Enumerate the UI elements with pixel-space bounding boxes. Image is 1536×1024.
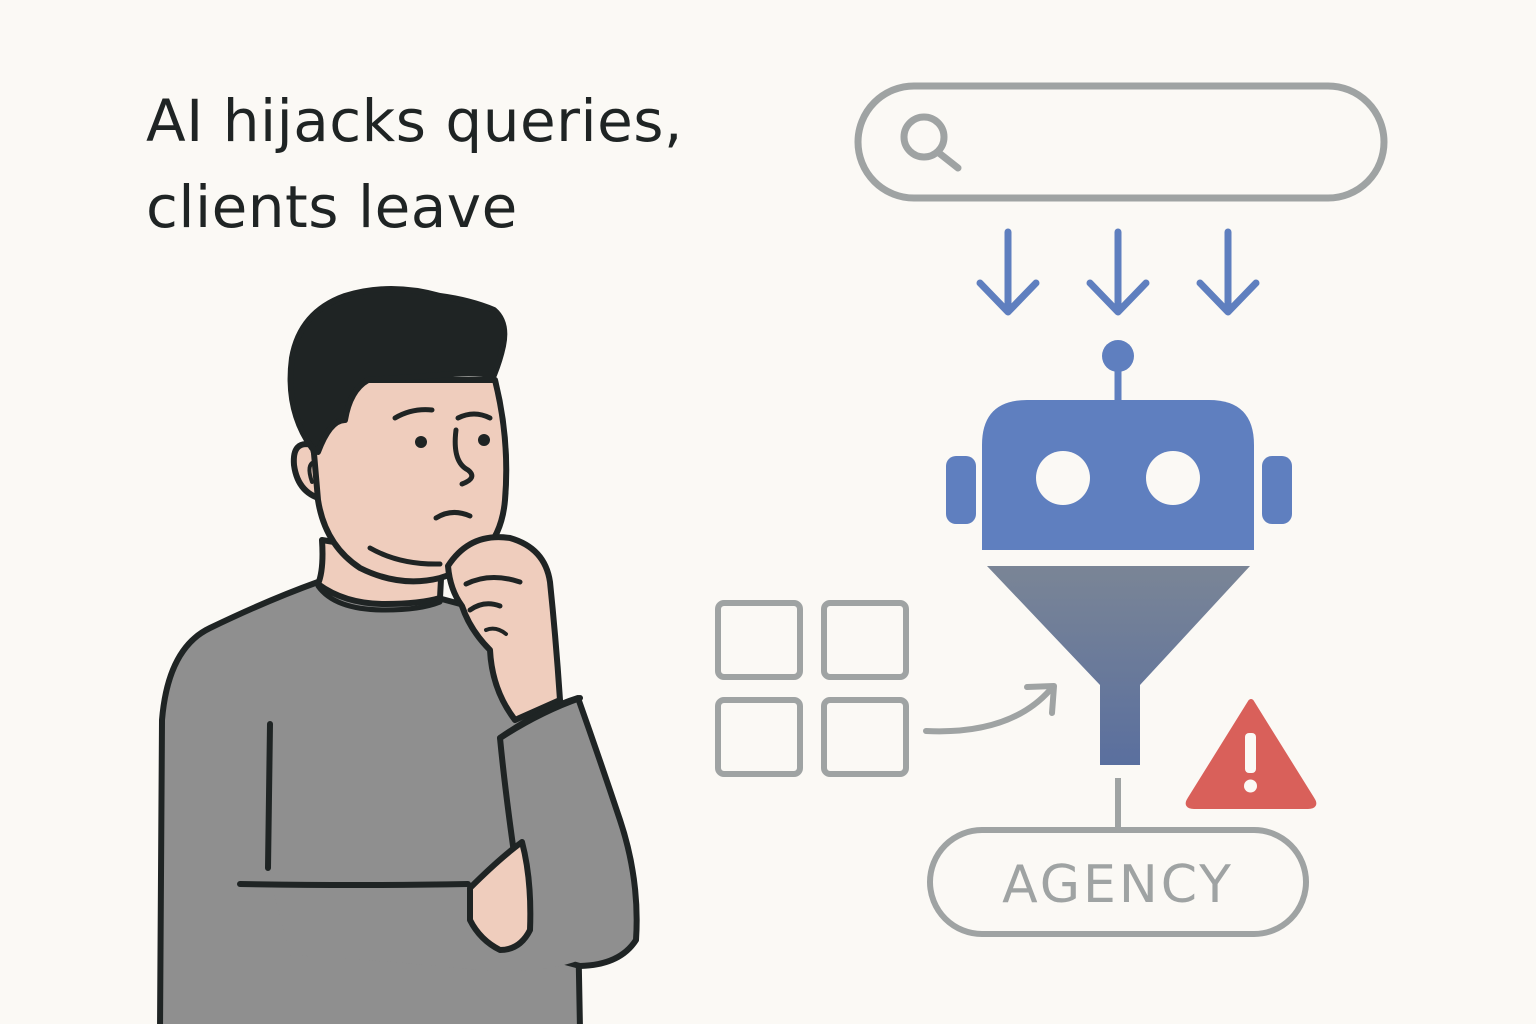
- down-arrows: [976, 228, 1260, 316]
- search-bar-outline: [854, 82, 1388, 202]
- curved-arrow-icon: [923, 683, 1057, 735]
- agency-label: AGENCY: [1002, 855, 1234, 915]
- person-hand: [445, 534, 563, 723]
- headline-line-1: AI hijacks queries,: [146, 87, 683, 155]
- search-bar: [854, 82, 1388, 202]
- grid-icon: [715, 600, 909, 777]
- arrow-down-icon: [976, 228, 1040, 316]
- warning-triangle-icon: [1185, 699, 1317, 809]
- robot-eye-right: [1146, 451, 1200, 505]
- robot-icon: [946, 340, 1292, 550]
- arrow-down-icon: [1086, 228, 1150, 316]
- magnifier-icon: [900, 113, 962, 172]
- robot-eye-left: [1036, 451, 1090, 505]
- headline: AI hijacks queries, clients leave: [146, 78, 683, 250]
- thinking-person: [157, 286, 640, 1024]
- agency-pill: AGENCY: [927, 827, 1309, 937]
- arrow-down-icon: [1196, 228, 1260, 316]
- funnel-icon: [987, 566, 1250, 765]
- person-lower-hand: [467, 839, 534, 953]
- headline-line-2: clients leave: [146, 173, 518, 241]
- person-hair: [287, 286, 508, 455]
